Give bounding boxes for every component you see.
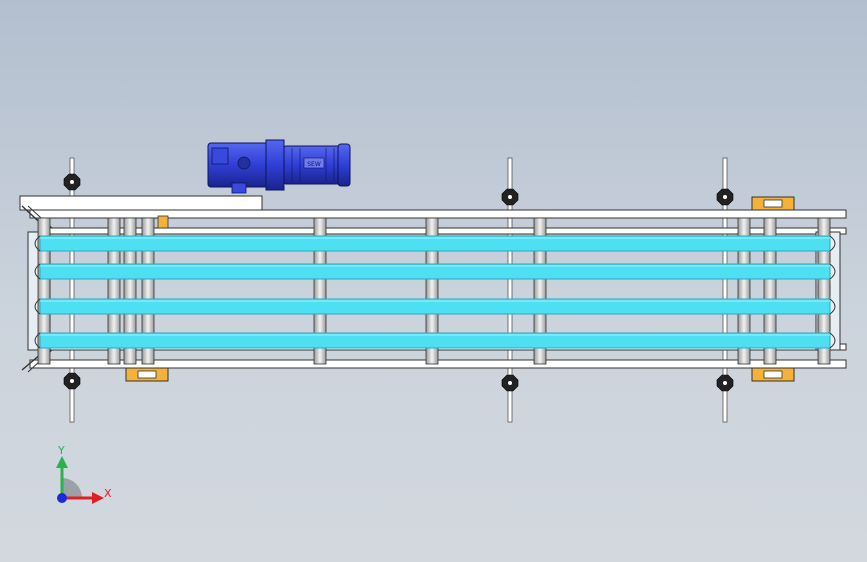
roller <box>533 217 547 365</box>
belt-end <box>34 332 41 349</box>
roller <box>107 217 121 365</box>
leg-posts <box>69 157 728 423</box>
roller <box>817 217 831 365</box>
post-clamp-bolt <box>508 381 512 385</box>
roller <box>313 217 327 365</box>
post-clamp-bolt <box>70 379 74 383</box>
coordinate-triad: Y X <box>56 444 112 504</box>
frame-top-rail[interactable] <box>29 209 847 219</box>
post-clamp-bolt <box>508 195 512 199</box>
motor-nameplate <box>303 157 325 169</box>
belt-end <box>34 263 41 280</box>
x-axis-arrow <box>92 492 104 504</box>
roller <box>425 217 439 365</box>
belt <box>39 298 831 315</box>
leg-post <box>507 157 513 423</box>
motor-fan-cover <box>337 143 351 187</box>
z-axis-dot <box>57 493 67 503</box>
motor-nameplate-text: SEW <box>307 161 321 168</box>
belt <box>39 263 831 280</box>
leg-post <box>69 157 75 423</box>
belt-end <box>34 235 41 252</box>
roller <box>37 217 51 365</box>
post-clamps <box>63 173 734 392</box>
post-clamp-bolt <box>723 195 727 199</box>
gear-motor[interactable]: SEW <box>207 139 351 194</box>
roller <box>141 217 155 365</box>
y-axis-label: Y <box>57 444 65 457</box>
belt <box>39 332 831 349</box>
frame-top-rail-inner[interactable] <box>39 227 847 235</box>
brackets <box>125 196 795 382</box>
bracket[interactable] <box>157 215 169 229</box>
frame-top-plate[interactable] <box>19 195 263 211</box>
belt-end <box>829 235 836 252</box>
post-clamp-bolt <box>70 180 74 184</box>
x-axis-label: X <box>104 487 112 500</box>
conveyor-assembly[interactable] <box>19 157 847 423</box>
roller <box>763 217 777 365</box>
motor-flange <box>265 139 285 191</box>
belt-end <box>829 298 836 315</box>
post-clamp-bolt <box>723 381 727 385</box>
belt-end <box>829 332 836 349</box>
belt-end <box>829 263 836 280</box>
leg-post <box>722 157 728 423</box>
roller <box>123 217 137 365</box>
rollers <box>37 217 831 365</box>
y-axis-arrow <box>56 456 68 468</box>
belt <box>39 235 831 252</box>
belt-end <box>34 298 41 315</box>
belts <box>34 235 836 349</box>
roller <box>737 217 751 365</box>
